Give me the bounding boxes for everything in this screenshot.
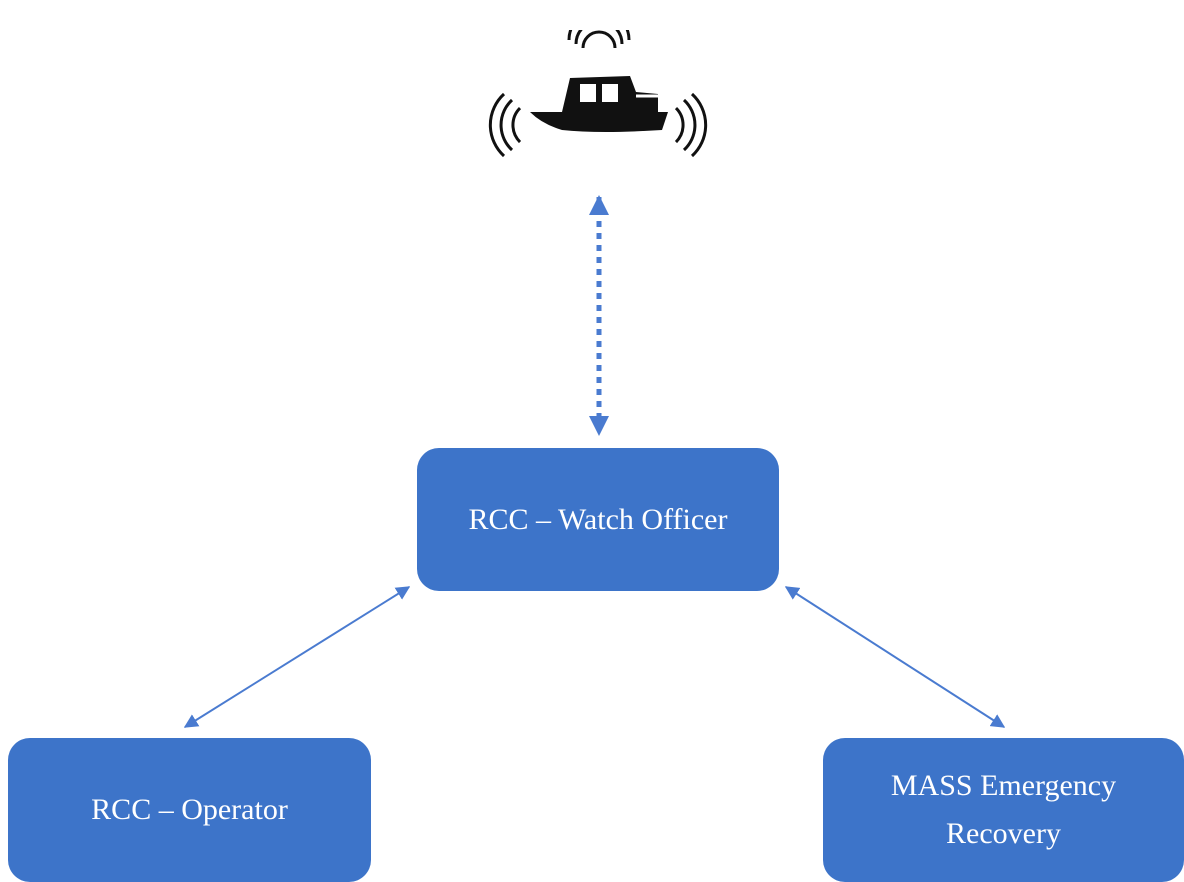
node-label: MASS Emergency Recovery <box>891 762 1116 858</box>
operator-link <box>183 586 411 728</box>
mass-recovery-link <box>784 586 1006 728</box>
node-label-line-1: MASS Emergency <box>890 769 1117 802</box>
node-label: RCC – Watch Officer <box>468 502 728 536</box>
node-mass-emergency-recovery: MASS Emergency Recovery <box>823 738 1184 882</box>
node-rcc-operator: RCC – Operator <box>8 738 371 882</box>
node-label-line-2: Recovery <box>946 817 1061 850</box>
node-rcc-watch-officer: RCC – Watch Officer <box>417 448 779 591</box>
autonomous-ship-icon <box>480 8 710 160</box>
node-label: RCC – Operator <box>91 793 288 826</box>
